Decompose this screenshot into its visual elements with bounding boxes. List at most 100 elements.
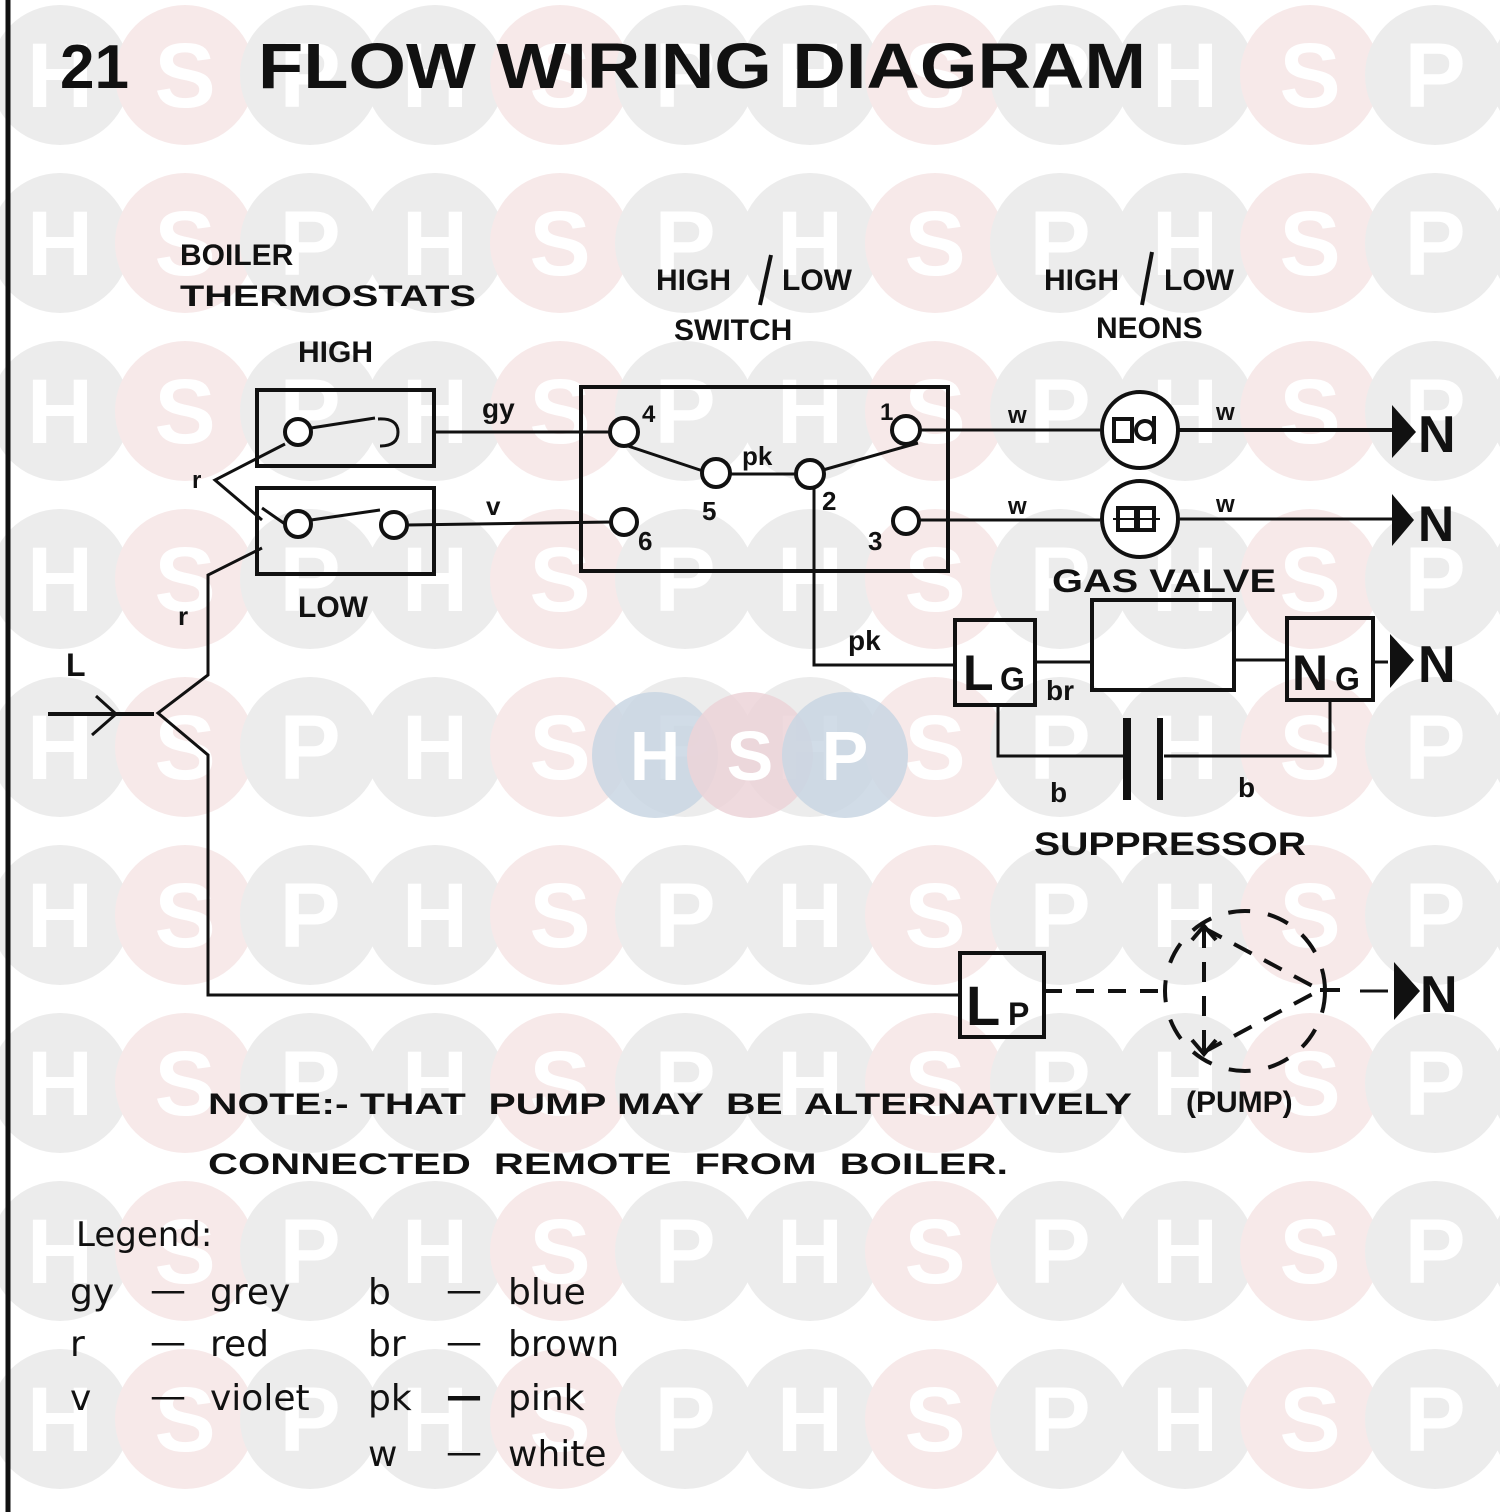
watermark-letter: P	[1404, 193, 1465, 295]
watermark-circle	[615, 845, 755, 985]
watermark-circle	[1240, 509, 1380, 649]
watermark-letter: P	[1404, 529, 1465, 631]
legend-color-white: white	[508, 1434, 607, 1475]
watermark-letter: P	[1029, 1201, 1090, 1303]
center-logo-circle	[687, 692, 813, 818]
watermark-letter: P	[1029, 697, 1090, 799]
watermark-circle	[740, 341, 880, 481]
watermark-circle	[490, 5, 630, 145]
center-logo-circle	[592, 692, 718, 818]
neutral-label-1: N	[1418, 406, 1456, 464]
watermark-circle	[115, 173, 255, 313]
watermark-letter: S	[529, 1369, 590, 1471]
pump-live-terminal	[958, 951, 1046, 1039]
watermark-letter: H	[777, 361, 843, 463]
watermark-letter: H	[402, 697, 468, 799]
legend-color-brown: brown	[508, 1324, 619, 1365]
watermark-letter: S	[154, 25, 215, 127]
wire-b-right	[1164, 702, 1332, 758]
watermark-letter: P	[1404, 1201, 1465, 1303]
watermark-circle	[740, 509, 880, 649]
watermark-letter: S	[154, 529, 215, 631]
neutral-label-3: N	[1418, 636, 1456, 694]
watermark-circle	[115, 5, 255, 145]
watermark-letter: H	[402, 865, 468, 967]
watermark-circle	[865, 173, 1005, 313]
watermark-circle	[990, 1349, 1130, 1489]
wire-r-to-high-stat	[212, 442, 286, 522]
watermark-circle	[990, 845, 1130, 985]
watermark-letter: S	[1279, 1369, 1340, 1471]
watermark-circle	[0, 341, 130, 481]
high-thermostat	[255, 388, 436, 468]
live-input-arrow-icon	[48, 694, 154, 737]
watermark-letter: P	[279, 865, 340, 967]
watermark-circle	[365, 509, 505, 649]
center-logo-letter: H	[630, 717, 681, 795]
watermark-letter: S	[904, 1201, 965, 1303]
watermark-letter: S	[904, 1369, 965, 1471]
watermark-letter: H	[27, 193, 93, 295]
watermark-letter: P	[1029, 25, 1090, 127]
watermark-circle	[0, 1181, 130, 1321]
watermark-circle	[115, 341, 255, 481]
watermark-letter: P	[1029, 193, 1090, 295]
terminal-label-4: 4	[642, 401, 656, 428]
gas-valve-neutral-sub: G	[1335, 661, 1360, 697]
switch-terminal-1	[890, 414, 922, 446]
neons-label-high: HIGH	[1044, 264, 1119, 297]
watermark-letter: S	[904, 865, 965, 967]
low-thermostat-label: LOW	[298, 591, 369, 624]
pump-label: (PUMP)	[1186, 1086, 1293, 1119]
watermark-letter: P	[279, 1369, 340, 1471]
watermark-circle	[1115, 1181, 1255, 1321]
wire-label-w-1: w	[1007, 402, 1027, 429]
watermark-circle	[1240, 341, 1380, 481]
watermark-letter: P	[654, 529, 715, 631]
neon-lamp-low-icon	[1100, 479, 1180, 559]
legend-dash-w: —	[446, 1432, 482, 1473]
watermark-circle	[1365, 173, 1500, 313]
watermark-letter: S	[1279, 529, 1340, 631]
terminal-label-5: 5	[702, 496, 716, 526]
wire-label-v: v	[486, 491, 501, 521]
watermark-letter: P	[279, 361, 340, 463]
terminal-label-1: 1	[880, 399, 893, 426]
watermark-circle	[365, 1349, 505, 1489]
wire-label-gy: gy	[482, 393, 515, 424]
watermark-circle	[490, 173, 630, 313]
legend-dash-gy: —	[150, 1270, 186, 1311]
watermark-letter: H	[402, 25, 468, 127]
wire-v	[406, 520, 613, 527]
watermark-letter: S	[1279, 361, 1340, 463]
watermark-circle	[1115, 677, 1255, 817]
watermark-circle	[615, 173, 755, 313]
watermark-letter: S	[904, 193, 965, 295]
watermark-circle	[240, 1181, 380, 1321]
watermark-circle	[240, 845, 380, 985]
watermark-circle	[0, 173, 130, 313]
watermark-letter: P	[654, 1201, 715, 1303]
watermark-letter: P	[279, 1201, 340, 1303]
watermark-letter: P	[654, 361, 715, 463]
note-line-2: CONNECTED REMOTE FROM BOILER.	[208, 1148, 1008, 1181]
watermark-letter: S	[904, 529, 965, 631]
watermark-circle	[865, 1013, 1005, 1153]
watermark-circle	[1365, 845, 1500, 985]
neons-label-low: LOW	[1164, 264, 1235, 297]
gas-valve-neutral-terminal	[1285, 616, 1375, 702]
gas-valve-live-sub: G	[1000, 661, 1025, 697]
watermark-letter: H	[402, 1033, 468, 1135]
watermark-circle	[1240, 845, 1380, 985]
legend-title: Legend:	[76, 1215, 212, 1255]
gas-valve-body	[1090, 598, 1236, 692]
neutral-arrow-4-icon	[1394, 962, 1420, 1020]
watermark-circle	[365, 5, 505, 145]
watermark-letter: P	[654, 1369, 715, 1471]
center-logo-letter: P	[822, 717, 869, 795]
watermark-circle	[1490, 1214, 1500, 1288]
wire-label-br: br	[1046, 675, 1074, 706]
wire-label-pk-gas: pk	[848, 625, 881, 656]
